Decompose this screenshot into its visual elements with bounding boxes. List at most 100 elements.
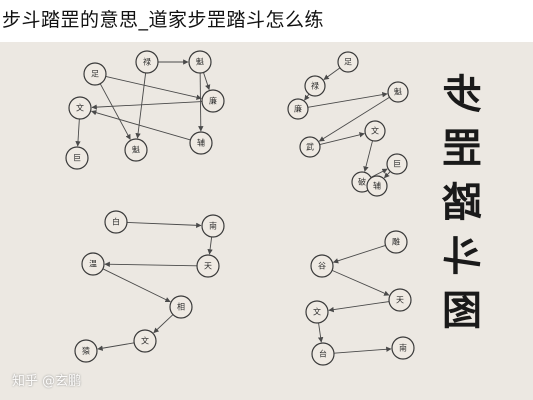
- node-label: 魁: [394, 87, 402, 97]
- diagram-3-node-6: 文: [133, 329, 157, 353]
- node-label: 谷: [318, 262, 326, 271]
- node-circle: [299, 136, 321, 158]
- node-label: 廉: [209, 96, 217, 106]
- node-circle: [169, 295, 193, 319]
- diagram-2-node-3: 魁: [387, 81, 409, 103]
- diagram-2-node-1: 足: [337, 51, 359, 73]
- node-circle: [386, 153, 408, 175]
- node-label: 文: [76, 103, 84, 113]
- title-char-4: 斗: [442, 233, 482, 280]
- node-label: 巨: [73, 154, 81, 163]
- diagram-1-edge-4: [135, 72, 147, 139]
- node-label: 禄: [311, 82, 319, 91]
- node-circle: [133, 329, 157, 353]
- diagram-2-node-6: 武: [299, 136, 321, 158]
- node-label: 文: [371, 126, 379, 136]
- node-label: 文: [313, 307, 321, 317]
- node-label: 辅: [373, 181, 381, 191]
- node-circle: [384, 230, 408, 254]
- diagram-2-edge-3: [307, 91, 388, 108]
- node-circle: [388, 288, 412, 312]
- diagram-1-edge-8: [91, 110, 191, 141]
- diagram-3-node-1: 白: [104, 210, 128, 234]
- diagram-1-edge-7: [75, 118, 81, 147]
- diagram-3-node-3: 天: [196, 254, 220, 278]
- node-label: 文: [141, 336, 149, 346]
- node-circle: [124, 138, 148, 162]
- node-label: 廉: [294, 104, 302, 114]
- node-label: 温: [89, 260, 97, 269]
- diagram-2-edge-5: [319, 132, 365, 146]
- title-bar: 步斗踏罡的意思_道家步罡踏斗怎么练: [0, 0, 533, 42]
- diagram-4-edge-5: [333, 346, 392, 354]
- title-char-5: 图: [442, 287, 482, 334]
- diagram-1-node-8: 巨: [65, 146, 89, 170]
- title-char-1: 步: [442, 71, 482, 118]
- diagram-3-node-7: 猿: [74, 339, 98, 363]
- node-circle: [304, 75, 326, 97]
- title-char-3: 踏: [442, 179, 482, 226]
- diagram-2-node-5: 文: [364, 120, 386, 142]
- diagram-3-edge-1: [126, 222, 202, 229]
- node-label: 巨: [393, 160, 401, 169]
- node-circle: [391, 336, 415, 360]
- node-label: 魁: [132, 145, 140, 155]
- node-circle: [74, 339, 98, 363]
- node-label: 白: [112, 217, 120, 227]
- node-circle: [287, 98, 309, 120]
- diagram-2-node-9: 辅: [366, 175, 388, 197]
- node-circle: [305, 300, 329, 324]
- diagram-4-edge-1: [332, 244, 386, 264]
- node-label: 禄: [143, 58, 151, 67]
- node-circle: [364, 120, 386, 142]
- diagram-1-edge-9: [198, 72, 204, 132]
- diagram-3-edge-5: [153, 314, 174, 334]
- vertical-title: 步 罡 踏 斗 图: [437, 71, 487, 334]
- diagram-4-node-6: 南: [391, 336, 415, 360]
- node-label: 天: [204, 262, 212, 271]
- node-circle: [196, 254, 220, 278]
- node-label: 足: [344, 58, 352, 67]
- watermark: 知乎 @玄鹏: [12, 374, 82, 389]
- diagram-2-node-4: 廉: [287, 98, 309, 120]
- node-circle: [68, 96, 92, 120]
- node-circle: [337, 51, 359, 73]
- diagram-4-node-4: 文: [305, 300, 329, 324]
- node-label: 南: [209, 221, 217, 231]
- node-circle: [366, 175, 388, 197]
- node-label: 魁: [196, 57, 204, 67]
- diagram-1-node-7: 辅: [189, 131, 213, 155]
- diagram-3-edge-4: [102, 268, 171, 303]
- diagram-4-edge-4: [317, 322, 324, 343]
- diagram-2-edge-8: [384, 171, 391, 179]
- page-title: 步斗踏罡的意思_道家步罡踏斗怎么练: [2, 9, 325, 31]
- diagram-4-edge-3: [328, 301, 390, 313]
- node-circle: [81, 252, 105, 276]
- node-label: 南: [399, 343, 407, 353]
- node-circle: [310, 254, 334, 278]
- diagram-3-node-2: 南: [201, 214, 225, 238]
- diagram-3-node-5: 相: [169, 295, 193, 319]
- diagram-4-edge-2: [331, 269, 390, 296]
- node-circle: [83, 62, 107, 86]
- diagram-2-edge-1: [323, 67, 341, 80]
- node-label: 足: [91, 70, 99, 79]
- diagram-1-edge-5: [203, 72, 211, 91]
- diagram-1-node-2: 禄: [135, 50, 159, 74]
- node-label: 辅: [197, 138, 205, 148]
- node-label: 雕: [392, 237, 400, 247]
- diagram-3-node-4: 温: [81, 252, 105, 276]
- star-step-diagrams: 足禄魁廉文魁辅巨足禄魁廉文武巨破辅白南天温相文猿雕谷天文台南: [65, 50, 415, 366]
- node-circle: [311, 342, 335, 366]
- node-label: 破: [358, 177, 366, 187]
- node-circle: [189, 131, 213, 155]
- diagram-2-edge-4: [318, 96, 390, 142]
- diagram-1-node-3: 魁: [188, 50, 212, 74]
- diagram-4-node-2: 谷: [310, 254, 334, 278]
- diagram-4-node-3: 天: [388, 288, 412, 312]
- diagram-1-node-5: 文: [68, 96, 92, 120]
- diagram-1-edge-6: [91, 101, 203, 110]
- diagram-2-node-7: 巨: [386, 153, 408, 175]
- diagram-3-edge-6: [97, 342, 135, 351]
- node-circle: [104, 210, 128, 234]
